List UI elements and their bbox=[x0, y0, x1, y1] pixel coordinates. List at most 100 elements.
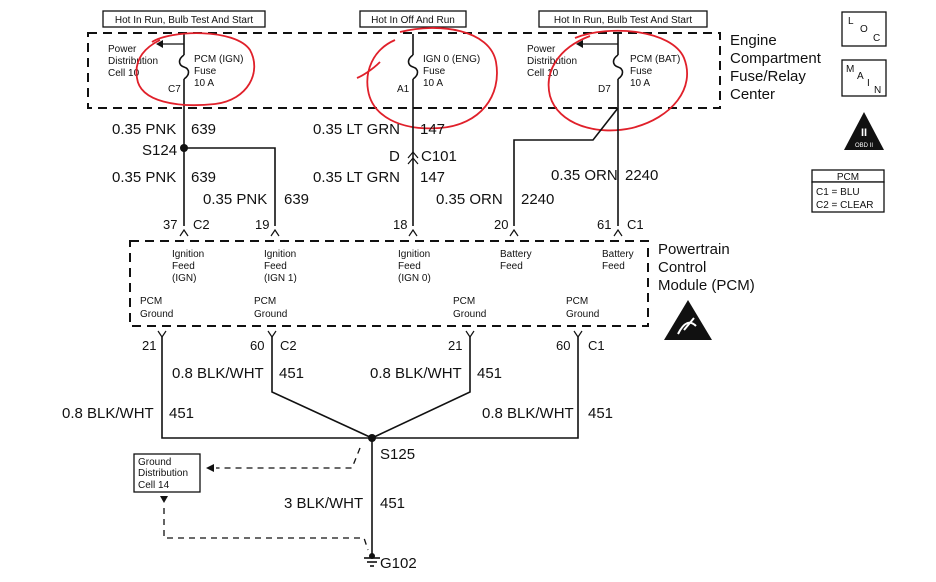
svg-text:OBD II: OBD II bbox=[855, 143, 873, 149]
svg-text:D: D bbox=[389, 148, 400, 165]
svg-text:Fuse/Relay: Fuse/Relay bbox=[730, 68, 806, 85]
svg-text:S125: S125 bbox=[380, 446, 415, 463]
svg-text:0.35 PNK: 0.35 PNK bbox=[112, 121, 176, 138]
circuit-147: 0.35 LT GRN 147 D C101 0.35 LT GRN 147 bbox=[313, 108, 457, 226]
svg-text:PCM: PCM bbox=[254, 296, 276, 307]
svg-text:0.35 PNK: 0.35 PNK bbox=[112, 169, 176, 186]
svg-text:Ground: Ground bbox=[566, 309, 599, 320]
svg-text:Battery: Battery bbox=[602, 249, 634, 260]
arrow-left-icon bbox=[576, 40, 583, 48]
svg-text:Feed: Feed bbox=[500, 261, 523, 272]
svg-text:A: A bbox=[857, 71, 864, 82]
svg-text:60: 60 bbox=[250, 338, 264, 353]
svg-text:Feed: Feed bbox=[398, 261, 421, 272]
svg-text:A1: A1 bbox=[397, 84, 410, 95]
svg-text:0.8 BLK/WHT: 0.8 BLK/WHT bbox=[62, 405, 154, 422]
svg-text:Ground: Ground bbox=[254, 309, 287, 320]
annotation-circle-left bbox=[135, 32, 256, 107]
svg-text:C1: C1 bbox=[627, 217, 644, 232]
header-center: Hot In Off And Run bbox=[359, 10, 467, 28]
fuse-symbol-icon bbox=[407, 54, 419, 80]
svg-text:451: 451 bbox=[588, 405, 613, 422]
fuse-ign0-eng: IGN 0 (ENG) Fuse 10 A A1 bbox=[397, 34, 480, 108]
svg-text:PCM: PCM bbox=[837, 172, 859, 183]
pcm-ground-labels: PCM Ground PCM Ground PCM Ground PCM Gro… bbox=[140, 296, 599, 320]
svg-text:S124: S124 bbox=[142, 142, 177, 159]
pcm-feed-labels: Ignition Feed (IGN) Ignition Feed (IGN 1… bbox=[172, 249, 634, 284]
svg-text:Center: Center bbox=[730, 86, 775, 103]
svg-text:Cell 10: Cell 10 bbox=[108, 68, 140, 79]
header-right: Hot In Run, Bulb Test And Start bbox=[538, 10, 708, 28]
svg-text:451: 451 bbox=[477, 365, 502, 382]
svg-text:0.8 BLK/WHT: 0.8 BLK/WHT bbox=[172, 365, 264, 382]
svg-text:61: 61 bbox=[597, 217, 611, 232]
svg-text:Fuse: Fuse bbox=[423, 66, 446, 77]
svg-text:N: N bbox=[874, 85, 881, 96]
svg-text:(IGN): (IGN) bbox=[172, 273, 196, 284]
svg-text:Power: Power bbox=[527, 44, 556, 55]
svg-text:37: 37 bbox=[163, 217, 177, 232]
svg-text:0.35 PNK: 0.35 PNK bbox=[203, 191, 267, 208]
svg-text:Ignition: Ignition bbox=[398, 249, 430, 260]
svg-text:2240: 2240 bbox=[625, 167, 658, 184]
svg-text:Feed: Feed bbox=[172, 261, 195, 272]
svg-text:451: 451 bbox=[279, 365, 304, 382]
esd-warning-icon bbox=[664, 300, 712, 340]
svg-text:Control: Control bbox=[658, 259, 706, 276]
svg-text:Battery: Battery bbox=[500, 249, 532, 260]
svg-text:0.8 BLK/WHT: 0.8 BLK/WHT bbox=[370, 365, 462, 382]
ground-distribution-cell: Ground Distribution Cell 14 bbox=[133, 447, 369, 551]
svg-text:I: I bbox=[867, 78, 870, 89]
annotation-circle-right bbox=[547, 29, 688, 132]
svg-text:0.8 BLK/WHT: 0.8 BLK/WHT bbox=[482, 405, 574, 422]
svg-text:O: O bbox=[860, 24, 868, 35]
svg-text:Ground: Ground bbox=[140, 309, 173, 320]
svg-text:Ground: Ground bbox=[453, 309, 486, 320]
svg-text:D7: D7 bbox=[598, 84, 611, 95]
svg-text:C2 = CLEAR: C2 = CLEAR bbox=[816, 200, 874, 211]
svg-text:C2: C2 bbox=[280, 338, 297, 353]
svg-text:Fuse: Fuse bbox=[630, 66, 653, 77]
svg-text:Module (PCM): Module (PCM) bbox=[658, 277, 755, 294]
svg-text:639: 639 bbox=[191, 121, 216, 138]
fuse-pcm-ign: Power Distribution Cell 10 PCM (IGN) Fus… bbox=[108, 34, 243, 108]
svg-text:Ignition: Ignition bbox=[264, 249, 296, 260]
svg-text:10 A: 10 A bbox=[194, 78, 214, 89]
svg-text:C7: C7 bbox=[168, 84, 181, 95]
svg-text:Distribution: Distribution bbox=[527, 56, 577, 67]
svg-text:19: 19 bbox=[255, 217, 269, 232]
svg-text:II: II bbox=[861, 127, 867, 139]
svg-text:20: 20 bbox=[494, 217, 508, 232]
connector-c101-icon bbox=[407, 151, 419, 165]
svg-text:(IGN 1): (IGN 1) bbox=[264, 273, 297, 284]
svg-text:Ground: Ground bbox=[138, 457, 171, 468]
svg-text:C1 = BLU: C1 = BLU bbox=[816, 187, 860, 198]
svg-text:451: 451 bbox=[380, 495, 405, 512]
fuse-symbol-icon bbox=[178, 54, 190, 80]
svg-text:2240: 2240 bbox=[521, 191, 554, 208]
svg-text:0.35 ORN: 0.35 ORN bbox=[551, 167, 618, 184]
svg-text:IGN 0 (ENG): IGN 0 (ENG) bbox=[423, 54, 480, 65]
svg-text:PCM: PCM bbox=[566, 296, 588, 307]
loc-icon: L O C bbox=[841, 11, 887, 47]
svg-text:(IGN 0): (IGN 0) bbox=[398, 273, 431, 284]
svg-text:C: C bbox=[873, 33, 880, 44]
fuse-symbol-icon bbox=[612, 54, 624, 80]
svg-text:Cell 10: Cell 10 bbox=[527, 68, 559, 79]
svg-text:Distribution: Distribution bbox=[138, 468, 188, 479]
svg-text:Power: Power bbox=[108, 44, 137, 55]
svg-text:Ignition: Ignition bbox=[172, 249, 204, 260]
svg-text:639: 639 bbox=[284, 191, 309, 208]
svg-text:18: 18 bbox=[393, 217, 407, 232]
pcm-bottom-pins: 21 60 C2 21 60 C1 bbox=[142, 330, 605, 353]
ground-g102-icon bbox=[364, 553, 380, 567]
svg-text:C1: C1 bbox=[588, 338, 605, 353]
pcm-module-label: Powertrain Control Module (PCM) bbox=[658, 241, 755, 294]
ground-g102-label: G102 bbox=[380, 555, 417, 572]
pcm-top-pins: 37 C2 19 18 20 61 C1 bbox=[163, 217, 644, 237]
svg-text:Hot In Run, Bulb Test And Star: Hot In Run, Bulb Test And Start bbox=[554, 15, 692, 26]
pcm-connector-legend: PCM C1 = BLU C2 = CLEAR bbox=[811, 169, 885, 213]
svg-text:60: 60 bbox=[556, 338, 570, 353]
arrow-left-icon bbox=[156, 40, 163, 48]
